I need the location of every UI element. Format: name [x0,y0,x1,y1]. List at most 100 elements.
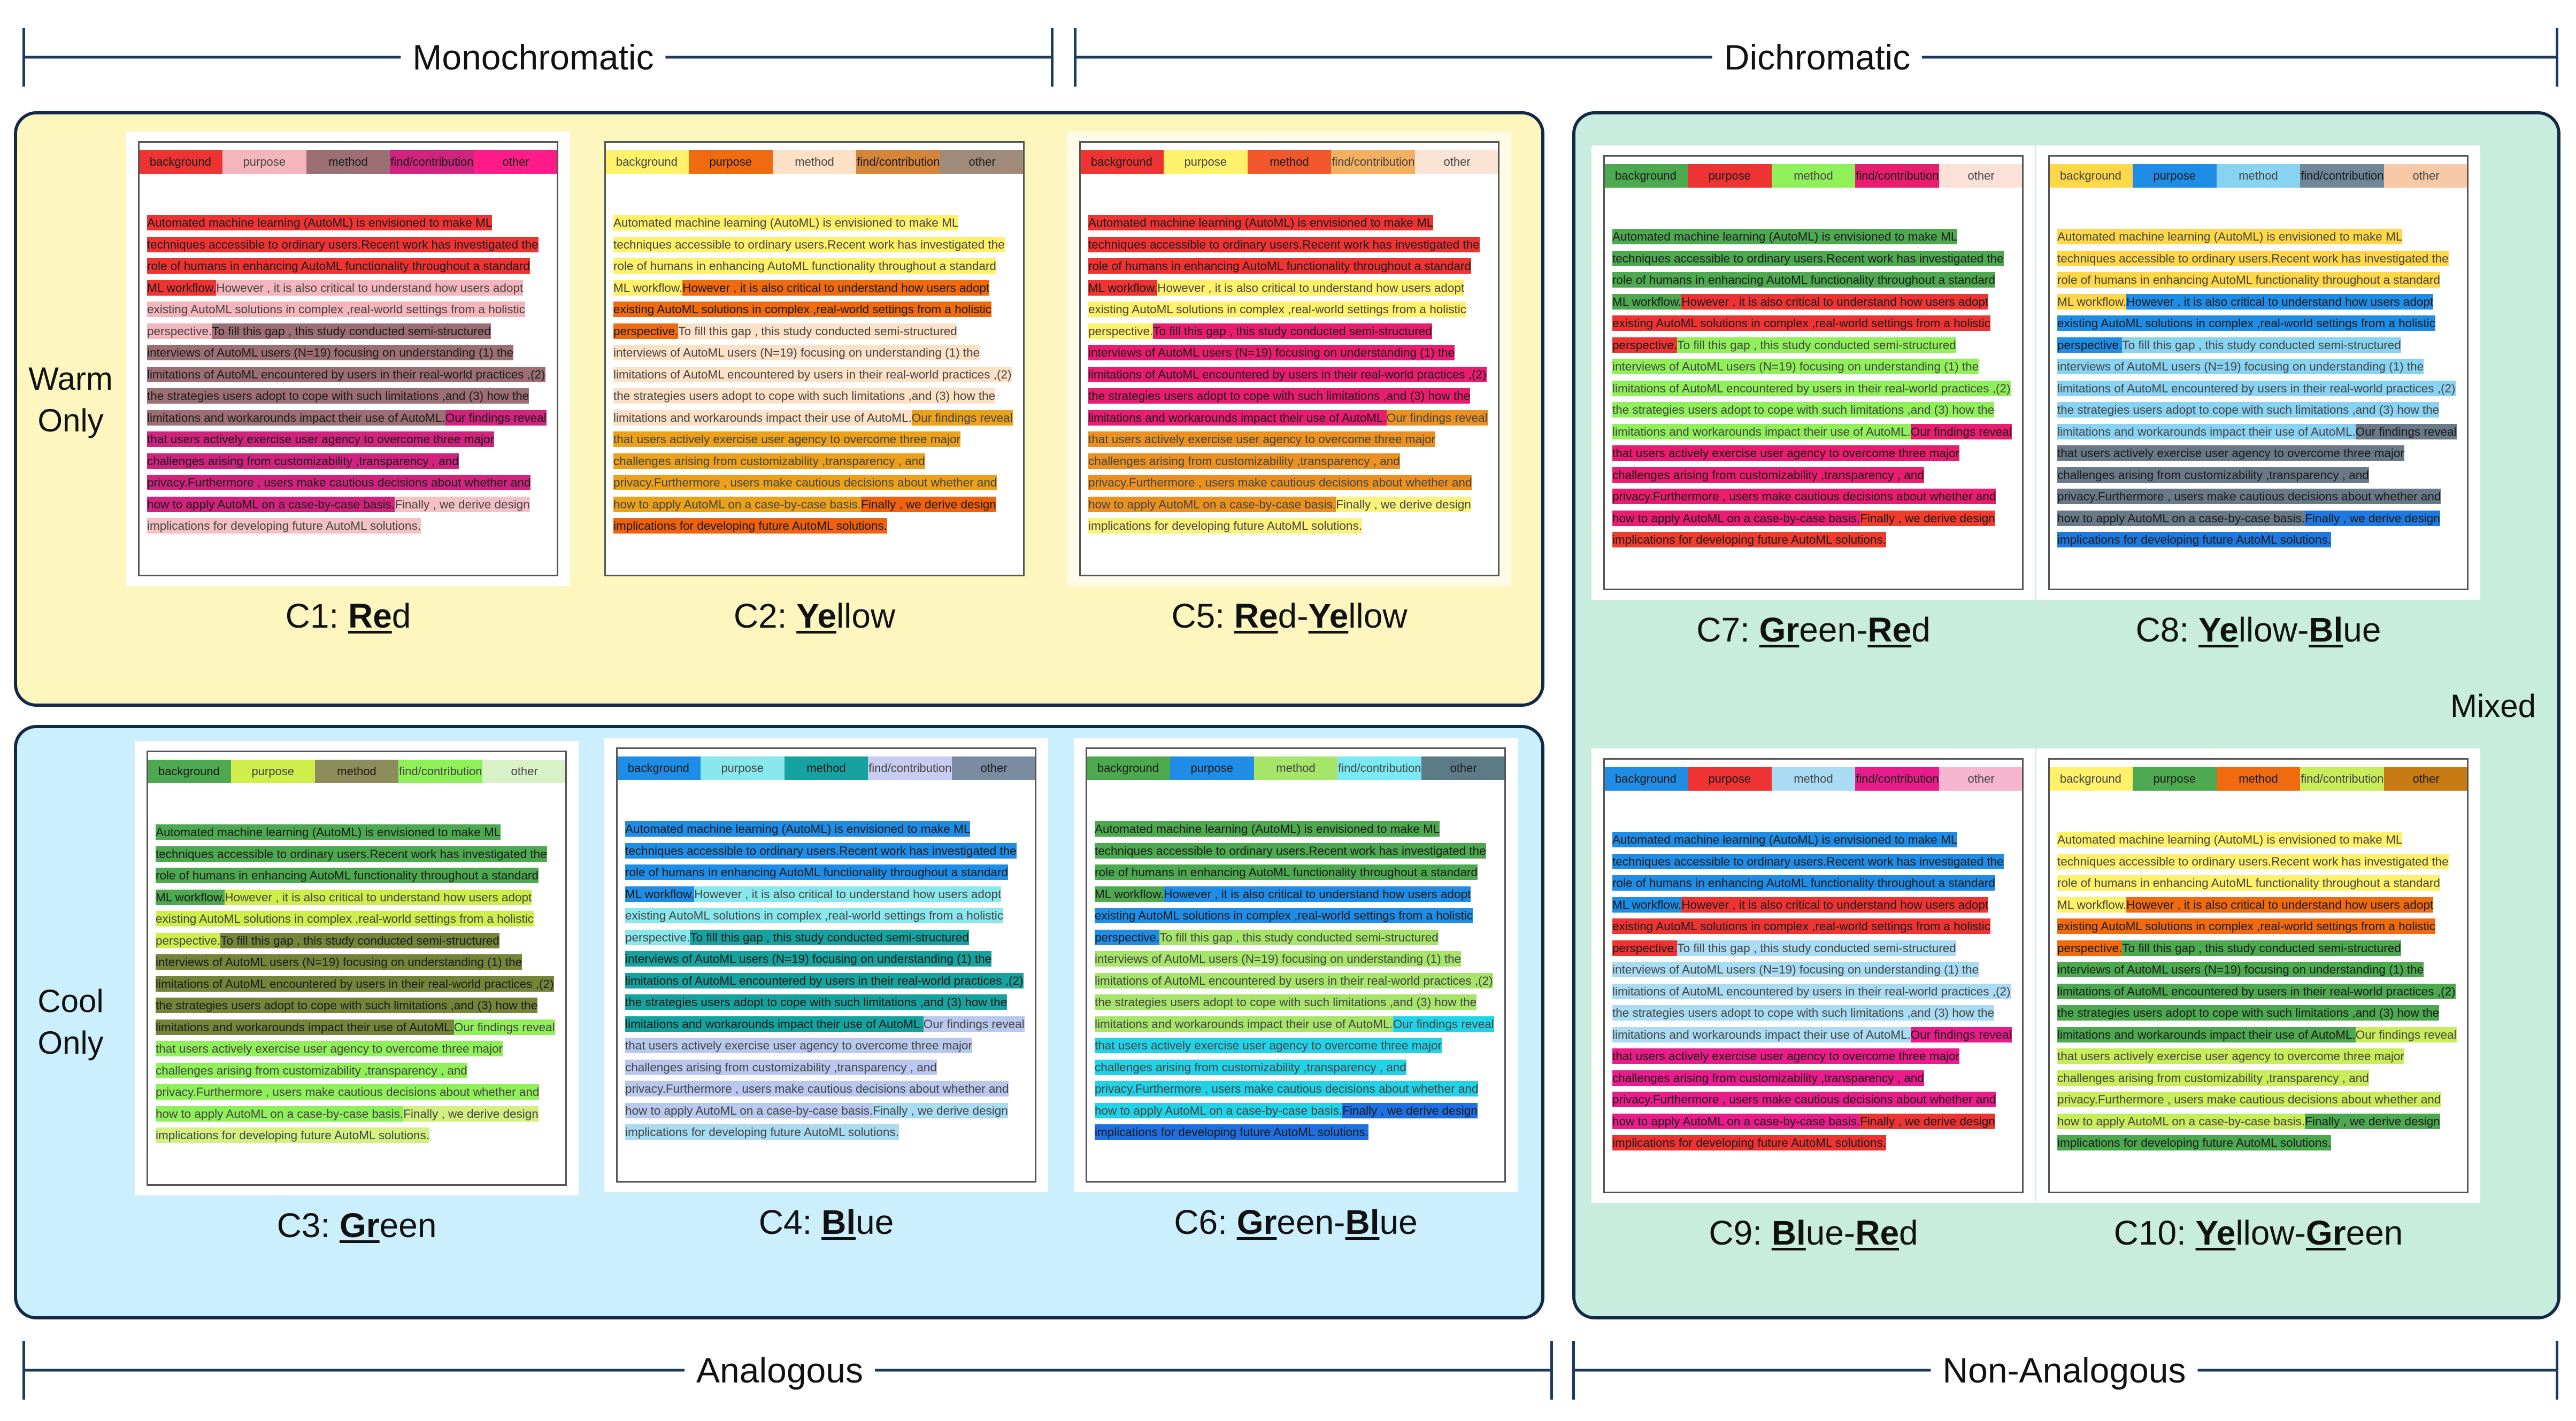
condition-label-part: Re [1855,1214,1899,1252]
condition-label-part: Re [1867,611,1912,649]
abstract-text: Automated machine learning (AutoML) is e… [625,818,1025,1144]
condition-label-part: Bl [2309,611,2343,649]
condition-label-part: Re [348,597,392,635]
condition-label-part: llow- [2238,611,2309,649]
legend-item-other: other [474,150,557,174]
condition-label-part: C4: [758,1203,822,1241]
condition-label-part: ue [1379,1203,1418,1241]
legend-item-method: method [2216,767,2301,791]
condition-label-part: Ye [796,597,836,635]
condition-label-part: llow [836,597,896,635]
legend-item-background: background [148,760,231,783]
condition-label: C2: Yellow [593,596,1036,636]
legend-item-find-contribution: find/contribution [1331,150,1416,174]
condition-label-part: Gr [2306,1214,2346,1252]
condition-label-part: C10: [2113,1214,2196,1252]
condition-label-part: Ye [1309,597,1349,635]
abstract-text: Automated machine learning (AutoML) is e… [1612,829,2012,1154]
condition-label-part: Ye [1308,597,1349,635]
legend-item-background: background [1087,756,1170,780]
condition-label-part: ue [2343,611,2381,649]
condition-label: C1: Red [126,596,570,636]
condition-label-part: llow [1348,597,1408,635]
condition-label-part: Ye [2198,611,2239,649]
condition-label-part: Gr [1236,1203,1277,1241]
legend-item-find-contribution: find/contribution [1337,756,1422,780]
bracket-label-analogous: Analogous [685,1350,875,1391]
legend-item-purpose: purpose [2132,767,2217,791]
group-label-warm-only: Warm Only [28,361,113,438]
legend-item-purpose: purpose [222,150,306,174]
bracket-label-dichromatic: Dichromatic [1712,37,1923,78]
legend-item-other: other [940,150,1023,174]
legend-item-find-contribution: find/contribution [1855,767,1940,791]
condition-label-part: Ye [2196,1214,2236,1252]
legend-item-purpose: purpose [1687,767,1772,791]
bracket-label-non-analogous: Non-Analogous [1931,1350,2198,1391]
legend-item-find-contribution: find/contribution [390,150,474,174]
abstract-text: Automated machine learning (AutoML) is e… [2057,226,2457,551]
condition-label: C3: Green [135,1205,579,1246]
condition-label-part: C2: [733,597,797,635]
condition-label-part: C6: [1174,1203,1237,1241]
legend-item-background: background [1605,767,1688,791]
condition-label-part: ue- [1805,1214,1856,1252]
legend-item-find-contribution: find/contribution [398,760,483,783]
condition-label: C7: Green-Red [1591,609,2035,650]
condition-label-part: Ye [796,597,836,635]
condition-label-part: C5: [1171,597,1234,635]
legend-item-other: other [2384,164,2467,188]
legend-item-other: other [1421,756,1504,780]
condition-label-part: Bl [821,1203,856,1241]
condition-label-part: Bl [1345,1203,1379,1241]
abstract-text: Automated machine learning (AutoML) is e… [613,212,1013,537]
abstract-text: Automated machine learning (AutoML) is e… [1612,226,2012,551]
legend-item-purpose: purpose [1687,164,1772,188]
condition-label-part: Gr [1759,611,1800,649]
legend-item-background: background [618,756,701,780]
condition-label-part: Bl [2309,611,2343,649]
legend-item-background: background [140,150,222,174]
condition-label-part: een [379,1206,437,1245]
bracket-monochromatic: Monochromatic [22,28,1054,87]
legend-item-other: other [1415,150,1498,174]
condition-label-part: C3: [276,1206,340,1245]
condition-label-part: C9: [1709,1214,1772,1252]
legend-item-purpose: purpose [688,150,773,174]
abstract-text: Automated machine learning (AutoML) is e… [147,212,547,537]
condition-label: C6: Green-Blue [1074,1202,1518,1242]
condition-label-part: llow- [2235,1214,2306,1252]
legend-item-method: method [1771,767,1856,791]
legend-item-purpose: purpose [1163,150,1248,174]
condition-label-part: Gr [1237,1203,1277,1241]
condition-label-part: d [391,597,411,635]
condition-label-part: een- [1277,1203,1345,1241]
legend-item-method: method [306,150,390,174]
legend-item-method: method [772,150,857,174]
